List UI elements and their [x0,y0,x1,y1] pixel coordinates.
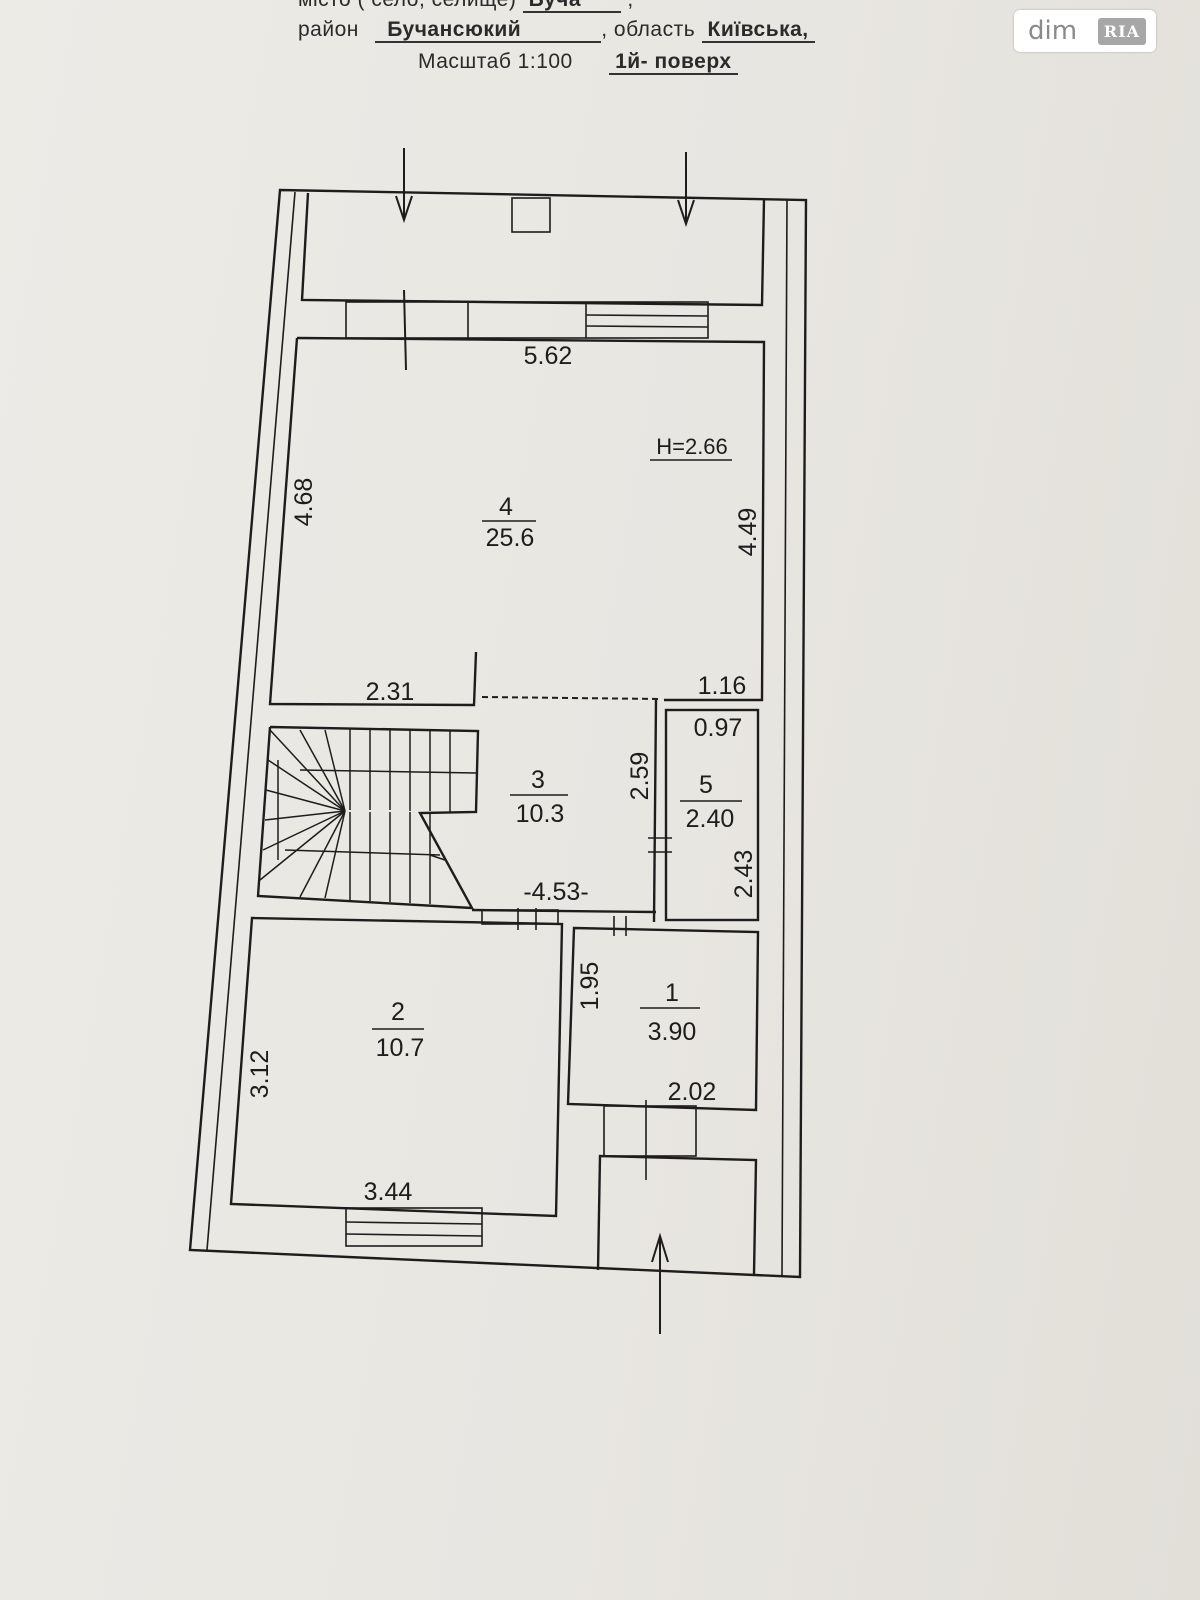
dim-room3-right: 2.59 [626,752,654,801]
room-4-area: 25.6 [486,524,535,552]
outer-boundary [188,188,808,1279]
room-1-walls [566,926,760,1112]
region-name: Київська, [701,18,815,43]
room-4-left-wall [268,337,478,707]
room-1-number: 1 [665,979,679,1007]
room-4-opening-dashed [481,696,661,700]
floor-label: 1й- поверх [609,50,738,75]
entry-door-frame [603,1105,697,1157]
locality-label: місто ( село, селище) [298,0,516,11]
dim-room5-top: 0.97 [694,714,743,742]
region-label: , область [601,18,696,41]
room-2-number: 2 [391,998,405,1026]
bottom-window [345,1207,483,1247]
dim-room4-bottom-left: 2.31 [366,678,415,706]
bottom-window-line-2 [345,1233,483,1237]
dim-room4-right: 4.49 [734,508,762,557]
room-2-area: 10.7 [376,1034,425,1062]
porch-outline [300,192,766,307]
watermark-badge: RIA [1097,17,1146,45]
room-5-number: 5 [699,771,713,799]
top-window-line-1 [585,314,709,317]
header-line3: Масштаб 1:100 1й- поверх [418,50,738,75]
stair-treads [259,729,477,904]
dim-room4-top: 5.62 [524,342,573,370]
city-name: Буча [522,0,622,13]
entrance-arrows [395,148,695,1334]
dim-room2-bottom: 3.44 [364,1178,413,1206]
dim-room4-bottom-right: 1.16 [698,672,747,700]
comma: , [621,0,634,11]
porch-box [511,197,551,233]
dim-room4-left: 4.68 [290,478,318,527]
inner-boundary-left [206,191,296,1251]
district-label: район [298,18,359,41]
room-3-area: 10.3 [516,800,565,828]
watermark-text: dim [1028,16,1078,46]
top-window-line-2 [585,325,709,328]
dim-ria-watermark[interactable]: dim RIA [1014,10,1156,52]
scale-label: Масштаб 1:100 [418,50,573,73]
header-line1: місто ( село, селище) Буча , [298,0,634,13]
dim-room5-right: 2.43 [730,850,758,899]
room-3-number: 3 [531,766,545,794]
ceiling-height-label: H=2.66 [656,434,728,459]
header-line2: район Бучансюкий, область Київська, [298,18,815,43]
room-3-5-partition [652,699,658,923]
room-2-walls [229,916,564,1218]
district-name: Бучансюкий [375,18,602,43]
dim-room1-bottom: 2.02 [668,1078,717,1106]
room-5-area: 2.40 [686,805,735,833]
room-4-number: 4 [499,493,513,521]
top-wall-strip [345,301,709,339]
stair-enclosure [256,725,480,910]
dim-room2-left: 3.12 [246,1050,274,1099]
dim-room1-left: 1.95 [576,962,604,1011]
room-5-walls [664,708,760,922]
room-1-area: 3.90 [648,1018,697,1046]
room-4-walls [296,336,766,702]
entry-porch [596,1154,758,1275]
dim-room3-bottom: -4.53- [523,878,588,906]
inner-boundary-right [781,199,788,1277]
bottom-window-line-1 [345,1221,483,1225]
fraction-bars [372,520,742,1030]
